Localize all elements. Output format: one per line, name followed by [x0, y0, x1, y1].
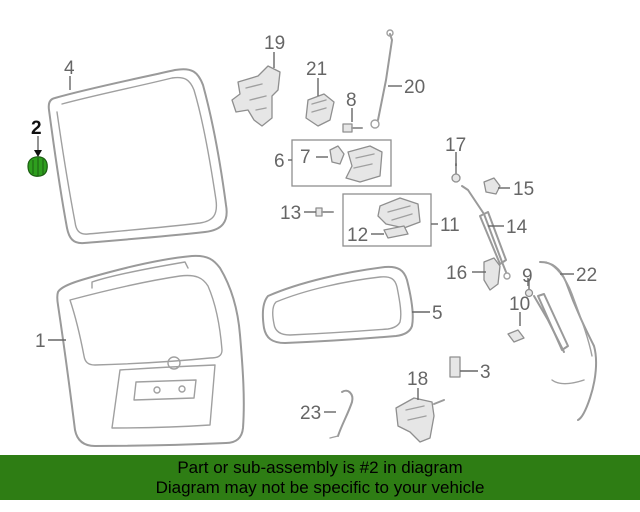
callout-2: 2 — [31, 118, 42, 139]
part-4-back-glass — [47, 68, 228, 245]
callout-6: 6 — [274, 151, 285, 172]
leader-lines — [34, 52, 574, 413]
banner-line-1: Part or sub-assembly is #2 in diagram — [177, 458, 463, 477]
part-11-assembly — [342, 193, 432, 247]
part-6-assembly — [291, 139, 392, 187]
callout-14: 14 — [506, 217, 528, 238]
part-19-hinge — [231, 65, 281, 127]
part-info-banner: Part or sub-assembly is #2 in diagram Di… — [0, 455, 640, 500]
callout-4: 4 — [64, 58, 75, 79]
callout-12: 12 — [347, 225, 368, 246]
callout-labels: 4 2 1 5 3 6 7 8 9 10 11 12 13 14 15 16 1… — [31, 33, 597, 424]
callout-22: 22 — [576, 265, 597, 286]
part-23-cable — [329, 389, 354, 439]
callout-8: 8 — [346, 90, 357, 111]
part-21-bracket — [305, 93, 335, 127]
callout-20: 20 — [404, 77, 425, 98]
callout-17: 17 — [445, 135, 466, 156]
part-22-weatherstrip — [539, 261, 598, 421]
part-14-strut — [461, 185, 511, 280]
part-18-bracket — [395, 397, 445, 443]
callout-16: 16 — [446, 263, 467, 284]
part-5-molding — [261, 265, 414, 344]
callout-7: 7 — [300, 147, 311, 168]
callout-21: 21 — [306, 59, 327, 80]
callout-3: 3 — [480, 362, 491, 383]
part-2-clip — [27, 156, 48, 177]
part-3-block — [449, 356, 461, 378]
part-13-screw — [315, 207, 334, 217]
parts-diagram: 4 2 1 5 3 6 7 8 9 10 11 12 13 14 15 16 1… — [27, 29, 598, 447]
callout-19: 19 — [264, 33, 285, 54]
part-10-strut — [507, 293, 569, 353]
callout-13: 13 — [280, 203, 301, 224]
part-16-hinge — [483, 257, 501, 291]
part-15-clip — [483, 177, 501, 195]
callout-15: 15 — [513, 179, 534, 200]
callout-23: 23 — [300, 403, 321, 424]
part-1-liftgate — [56, 254, 245, 447]
part-17-bolt — [451, 163, 461, 183]
callout-1: 1 — [35, 331, 46, 352]
part-8-bolt — [342, 123, 363, 133]
callout-5: 5 — [432, 303, 443, 324]
callout-11: 11 — [440, 215, 460, 236]
part-9-bolt — [524, 279, 534, 298]
banner-line-2: Diagram may not be specific to your vehi… — [155, 478, 485, 497]
callout-10: 10 — [509, 294, 530, 315]
callout-9: 9 — [522, 266, 533, 287]
callout-18: 18 — [407, 369, 428, 390]
part-20-rod — [370, 29, 394, 129]
